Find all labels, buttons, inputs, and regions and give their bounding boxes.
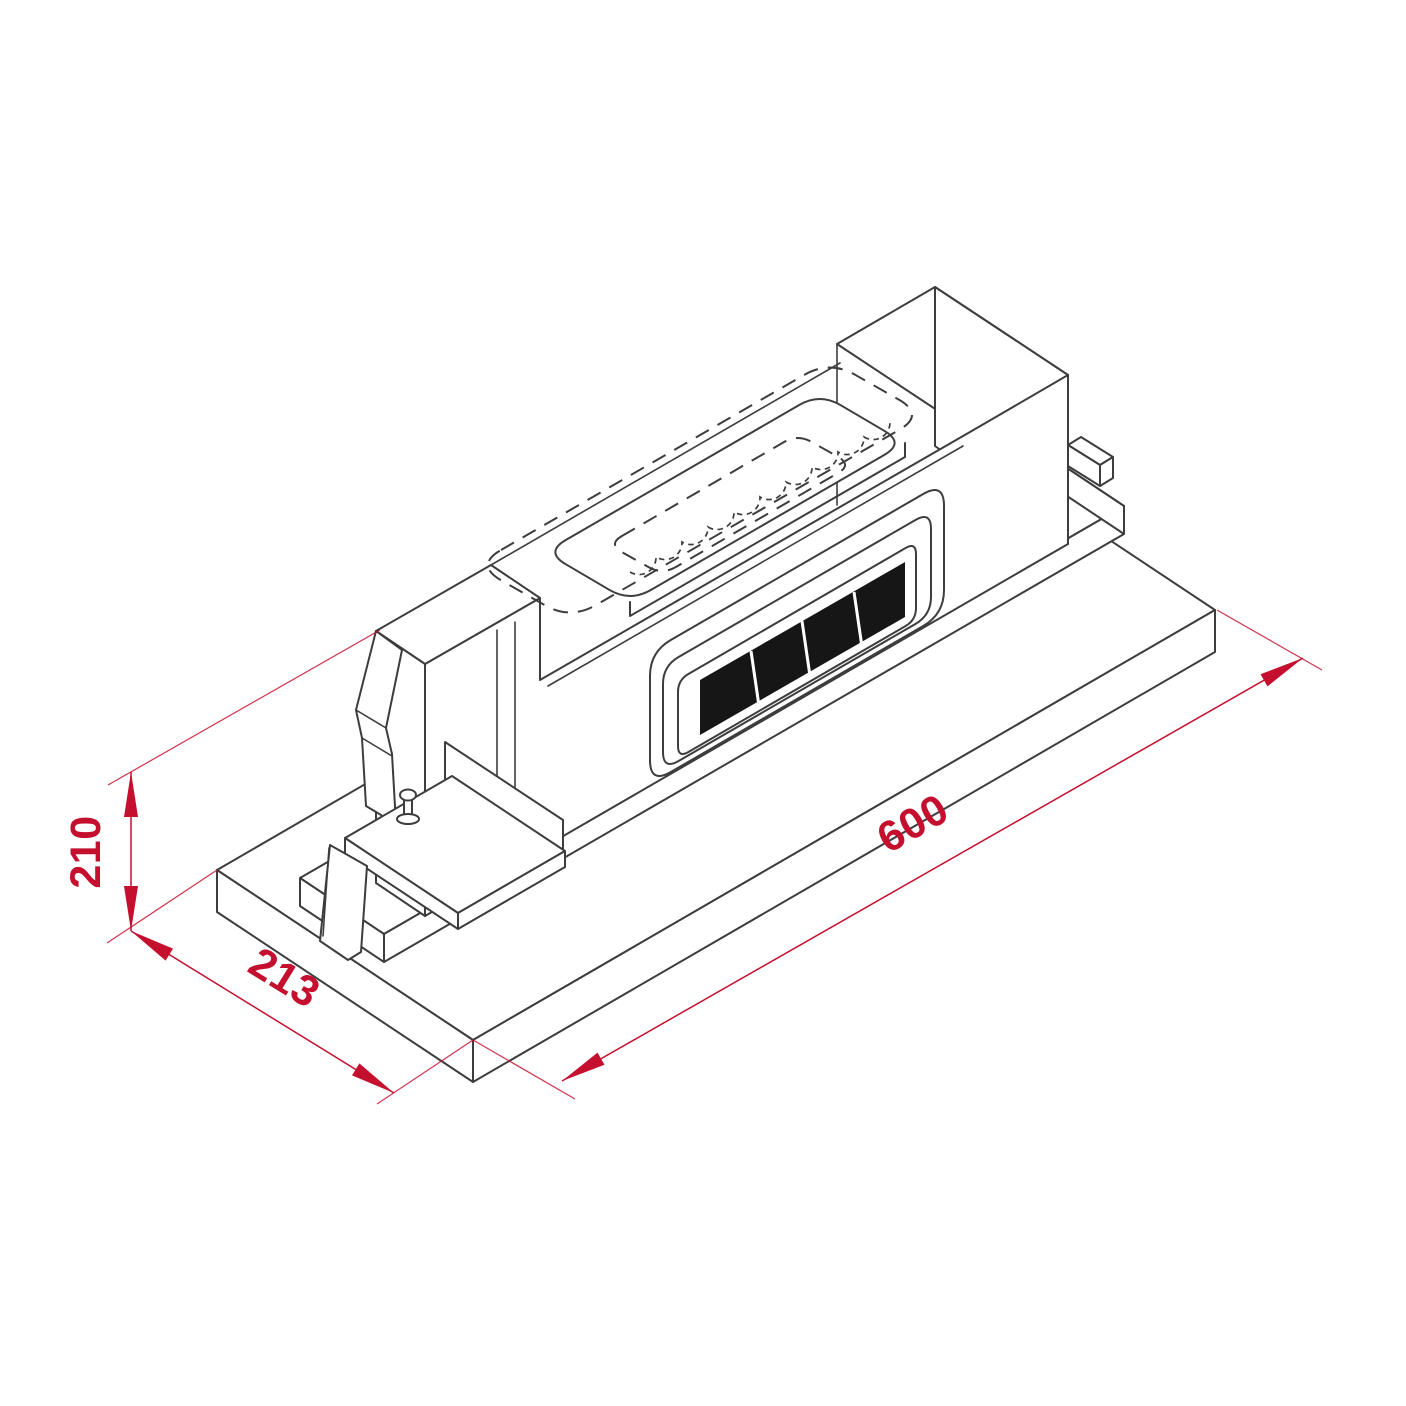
ways-chamfer-line [547, 445, 964, 687]
bracket-shelf-front-side [457, 850, 566, 930]
body-back-top-edge [490, 362, 841, 566]
screw-head [399, 788, 417, 802]
dimension-213-line [130, 930, 395, 1094]
dimension-600-arrow-start [562, 1052, 605, 1081]
recess-segment-gap-2 [800, 620, 812, 677]
flap-bend-line-2 [361, 737, 393, 757]
extension-line-base-bottom-corner-left [376, 1039, 474, 1105]
adjustment-screw [396, 788, 420, 825]
spindle-recess-dark-band [700, 562, 905, 735]
dimension-213-arrow-end [352, 1063, 394, 1093]
dimension-600-line [561, 657, 1304, 1082]
lid-thickness-edge [629, 442, 906, 617]
lid-top-face [554, 398, 896, 597]
front-bracket-assembly [319, 741, 566, 961]
recess-segment-gap-3 [852, 591, 864, 648]
flap-bend-line-1 [355, 709, 387, 729]
extension-line-base-right-corner [1216, 609, 1323, 671]
extension-line-base-bottom-corner-right [472, 1039, 576, 1100]
dimension-210-arrow-up [124, 772, 138, 817]
lid-hidden-outline-inner [613, 437, 847, 572]
dimension-210-label: 210 [62, 815, 110, 888]
side-tab [1067, 436, 1114, 487]
recess-segment-gap-1 [749, 650, 761, 707]
base-front-side-face [472, 609, 1216, 1083]
extension-line-jaw-top [107, 629, 381, 786]
top-clamping-plate [486, 366, 914, 617]
dimension-210: 210 [62, 772, 138, 931]
lid-hidden-outline-outer [486, 366, 914, 614]
screw-collar [396, 813, 420, 825]
extension-line-base-left-corner [106, 869, 218, 944]
dimension-600-arrow-end [1260, 658, 1303, 687]
hanging-wiper-strap [319, 844, 368, 961]
dimension-213-arrow-start [131, 931, 173, 961]
strap-fold-line [322, 847, 330, 937]
spindle-window [649, 489, 945, 777]
hidden-serrated-jaw-edge [629, 421, 891, 576]
dimension-210-arrow-down [124, 886, 138, 931]
